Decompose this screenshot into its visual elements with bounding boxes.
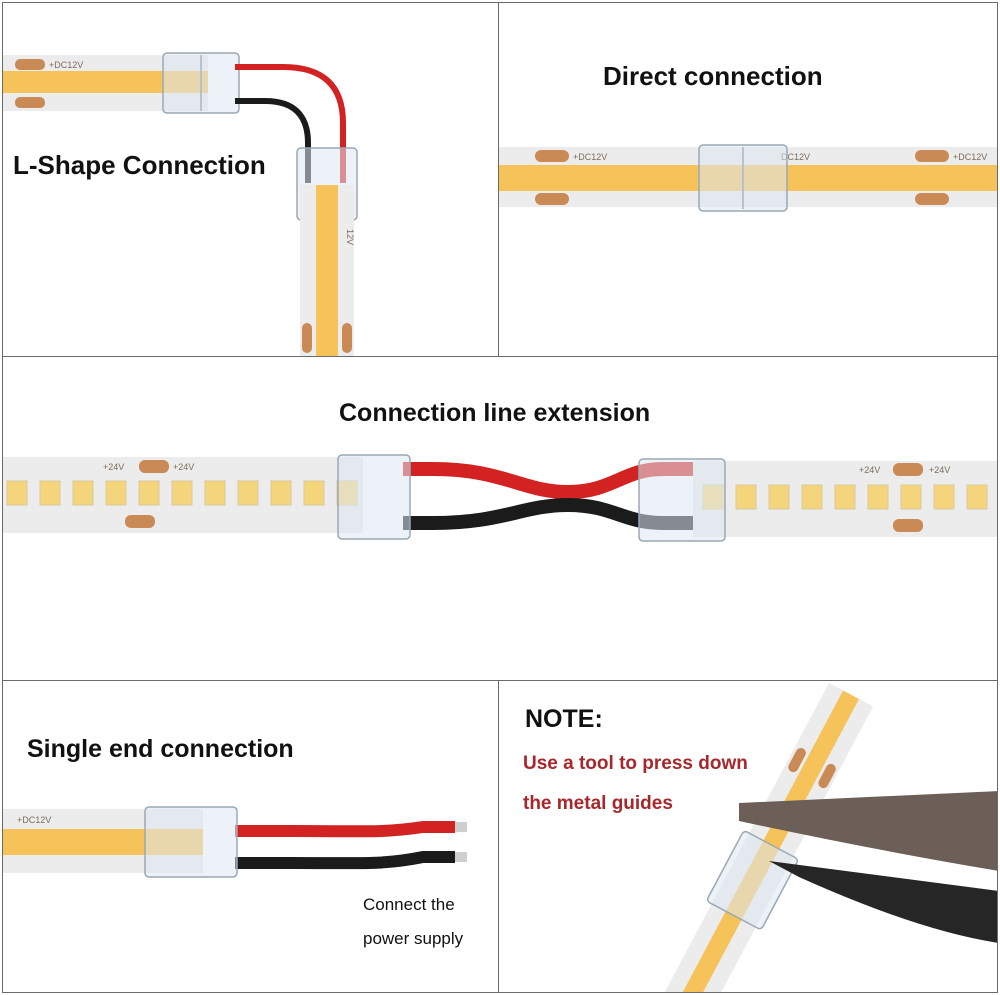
strip-voltage-mark: +DC12V: [17, 815, 51, 825]
connector-clip: [706, 830, 798, 930]
strip-voltage-mark: +DC12V: [953, 152, 987, 162]
solder-pad: [818, 763, 836, 789]
strip-voltage-mark: +24V: [103, 462, 124, 472]
led-chip: [171, 480, 193, 506]
plier-jaw-upper: [739, 791, 997, 871]
strip-voltage-mark: 12V: [345, 229, 355, 245]
connector-clip-right: [638, 458, 726, 542]
led-chip: [768, 484, 790, 510]
caption-line-1: Connect the: [363, 895, 455, 914]
red-wire: [235, 821, 455, 838]
direct-connection-illustration: +DC12V +DC12V DC12V: [499, 144, 997, 212]
note-line-1: Use a tool to press down: [523, 753, 748, 774]
panel-title: Single end connection: [27, 735, 294, 763]
led-chip: [237, 480, 259, 506]
panel-title: Connection line extension: [339, 399, 651, 427]
l-shape-panel: +DC12V 12V L-Shape Connection: [2, 2, 500, 358]
led-chip: [6, 480, 28, 506]
caption-line-2: power supply: [363, 929, 464, 948]
connector-clip: [144, 806, 238, 878]
black-wire: [235, 851, 455, 870]
solder-pad: [915, 193, 949, 205]
led-chip: [72, 480, 94, 506]
led-chip: [801, 484, 823, 510]
solder-pad: [139, 460, 169, 473]
strip-voltage-mark: +DC12V: [49, 60, 83, 70]
note-title: NOTE:: [525, 705, 603, 733]
note-panel: NOTE: Use a tool to press down the metal…: [498, 680, 998, 993]
wire-tip: [455, 852, 467, 862]
led-chip: [834, 484, 856, 510]
black-wire: [403, 497, 693, 530]
wire-tip: [455, 822, 467, 832]
plier-jaw-lower: [769, 861, 997, 943]
solder-pad: [893, 463, 923, 476]
panel-title: L-Shape Connection: [13, 150, 266, 180]
single-end-panel: Single end connection +DC12V Connect the…: [2, 680, 500, 993]
led-chip: [138, 480, 160, 506]
led-chip: [867, 484, 889, 510]
red-wire: [235, 64, 346, 183]
strip-voltage-mark: +24V: [859, 465, 880, 475]
led-chip: [966, 484, 988, 510]
strip-voltage-mark: +24V: [929, 465, 950, 475]
solder-pad: [788, 747, 806, 773]
solder-pad: [915, 150, 949, 162]
solder-pad: [302, 323, 312, 353]
led-chip: [735, 484, 757, 510]
strip-voltage-mark: +24V: [173, 462, 194, 472]
single-end-illustration: +DC12V: [3, 806, 467, 878]
connector-clip-left: [337, 454, 411, 540]
direct-connection-panel: Direct connection +DC12V +DC12V DC12V: [498, 2, 998, 358]
solder-pad: [535, 193, 569, 205]
solder-pad: [535, 150, 569, 162]
solder-pad: [15, 59, 45, 70]
led-chip: [933, 484, 955, 510]
cob-light-band: [3, 71, 208, 93]
black-wire: [235, 98, 311, 183]
led-chip: [39, 480, 61, 506]
led-chip: [270, 480, 292, 506]
l-shape-illustration: +DC12V 12V: [3, 52, 358, 357]
led-chip: [303, 480, 325, 506]
solder-pad: [342, 323, 352, 353]
cob-light-band: [316, 185, 338, 357]
solder-pad: [893, 519, 923, 532]
extension-illustration: +24V +24V +24V +24V: [3, 454, 997, 542]
strip-voltage-mark: +DC12V: [573, 152, 607, 162]
led-chip: [105, 480, 127, 506]
extension-panel: Connection line extension +24V +24V +24V…: [2, 356, 998, 682]
panel-title: Direct connection: [603, 61, 823, 91]
led-chip: [204, 480, 226, 506]
red-wire: [403, 462, 693, 500]
solder-pad: [125, 515, 155, 528]
note-illustration: [659, 683, 997, 992]
note-line-2: the metal guides: [523, 793, 673, 814]
strip-voltage-mark: DC12V: [781, 152, 810, 162]
solder-pad: [15, 97, 45, 108]
led-chip: [900, 484, 922, 510]
